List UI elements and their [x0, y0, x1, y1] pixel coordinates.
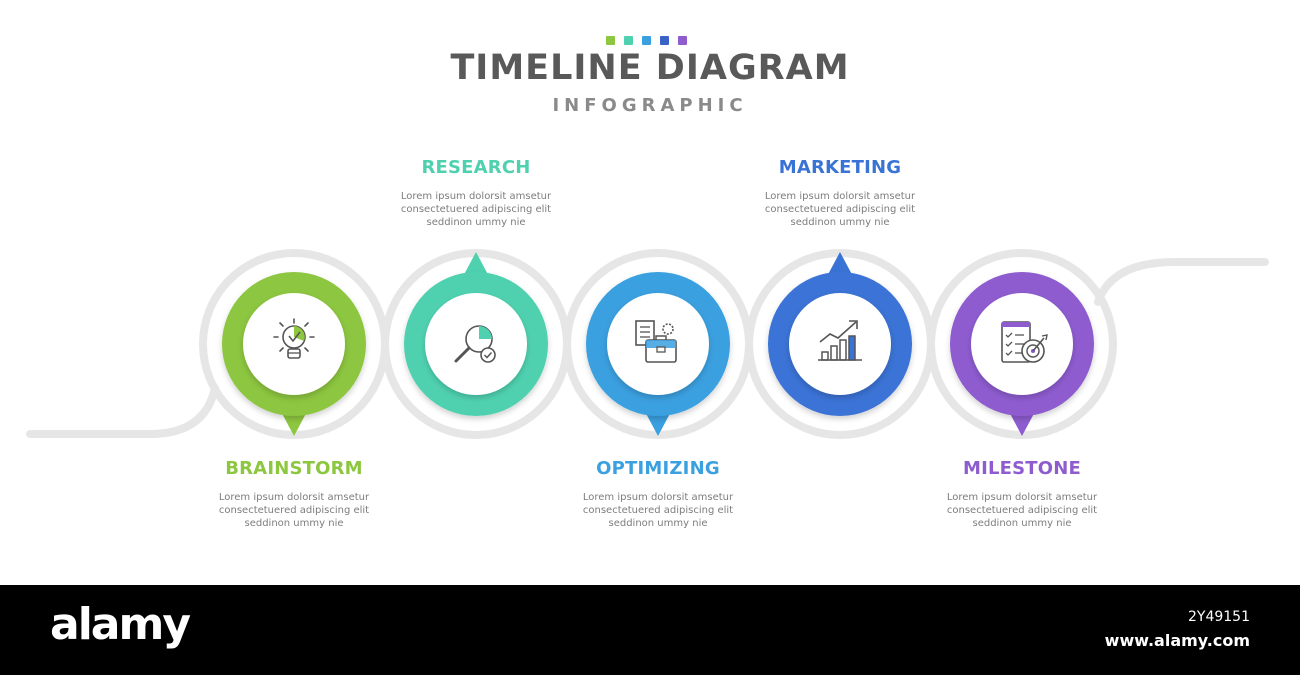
watermark-bar: alamy 2Y49151 www.alamy.com: [0, 585, 1300, 675]
page-subtitle: INFOGRAPHIC: [552, 95, 748, 116]
magnifier-check-icon: [454, 325, 496, 363]
step-description-brainstorm: Lorem ipsum dolorsit amsetur consectetue…: [218, 492, 370, 529]
step-label-optimizing: OPTIMIZING: [596, 458, 720, 479]
page-title: TIMELINE DIAGRAM: [450, 48, 850, 88]
checklist-target-icon: [1001, 321, 1048, 363]
alamy-logo: alamy: [50, 599, 191, 650]
step-node-milestone: [950, 272, 1094, 436]
color-dot: [660, 36, 669, 45]
step-label-milestone: MILESTONE: [962, 458, 1082, 479]
track-tail-right: [1094, 258, 1269, 306]
step-inner-circle: [425, 293, 527, 395]
growth-chart-icon: [818, 320, 862, 361]
track-tail-left: [26, 384, 219, 438]
site-url: www.alamy.com: [1104, 631, 1250, 650]
timeline-steps: [222, 252, 1094, 436]
briefcase-document-icon: [635, 320, 677, 363]
step-description-optimizing: Lorem ipsum dolorsit amsetur consectetue…: [582, 492, 734, 529]
timeline-diagram: [26, 249, 1269, 439]
step-description-research: Lorem ipsum dolorsit amsetur consectetue…: [400, 191, 552, 228]
header-color-dots: [606, 36, 687, 45]
step-inner-circle: [243, 293, 345, 395]
step-node-marketing: [768, 252, 912, 416]
step-label-research: RESEARCH: [421, 157, 531, 178]
color-dot: [606, 36, 615, 45]
color-dot: [624, 36, 633, 45]
step-label-brainstorm: BRAINSTORM: [225, 458, 363, 479]
step-node-brainstorm: [222, 272, 366, 436]
image-id: 2Y49151: [1188, 609, 1250, 625]
step-description-milestone: Lorem ipsum dolorsit amsetur consectetue…: [946, 492, 1098, 529]
step-node-research: [404, 252, 548, 416]
step-label-marketing: MARKETING: [778, 157, 902, 178]
color-dot: [678, 36, 687, 45]
step-description-marketing: Lorem ipsum dolorsit amsetur consectetue…: [764, 191, 916, 228]
step-node-optimizing: [586, 272, 730, 436]
lightbulb-icon: [273, 318, 315, 359]
color-dot: [642, 36, 651, 45]
